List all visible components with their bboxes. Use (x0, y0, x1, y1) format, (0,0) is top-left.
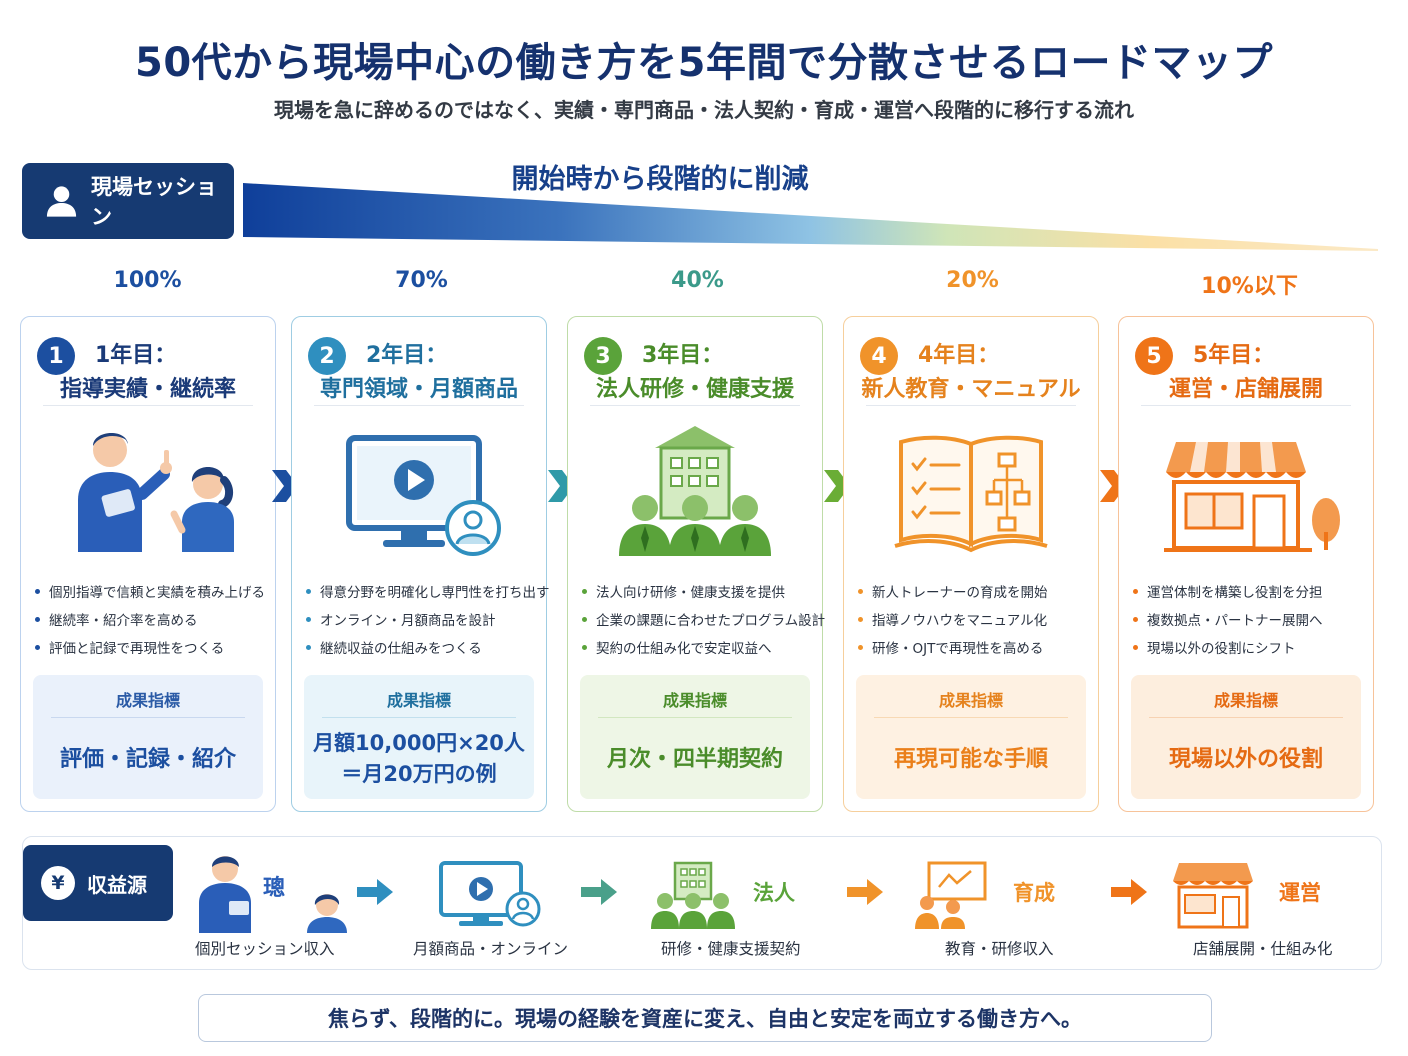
stage-5-percent: 10%以下 (1201, 274, 1298, 299)
revenue-tag: 運営 (1279, 881, 1321, 905)
list-item: 契約の仕組み化で安定収益へ (582, 635, 818, 663)
stage-theme: 新人教育・マニュアル (861, 377, 1081, 402)
session-label: 現場セッション (91, 175, 218, 229)
list-item: 現場以外の役割にシフト (1133, 635, 1369, 663)
stage-number: 1 (37, 337, 75, 375)
revenue-item-online: 月額商品・オンライン (403, 837, 603, 971)
corporate-building-icon (568, 417, 822, 567)
stage-2-percent: 70% (395, 268, 448, 293)
list-item: 新人トレーナーの育成を開始 (858, 579, 1094, 607)
arrow-right-icon (581, 879, 617, 905)
kpi-label: 成果指標 (662, 691, 727, 710)
stage-year: 3年目： (642, 343, 724, 368)
list-item: 研修・OJTで再現性を高める (858, 635, 1094, 663)
stage-theme: 法人研修・健康支援 (595, 377, 794, 402)
kpi-panel: 成果指標 月次・四半期契約 (580, 675, 810, 799)
session-badge: 現場セッション (22, 163, 234, 239)
kpi-panel: 成果指標 評価・記録・紹介 (33, 675, 263, 799)
list-item: 個別指導で信頼と実績を積み上げる (35, 579, 271, 607)
kpi-panel: 成果指標 現場以外の役割 (1131, 675, 1361, 799)
list-item: 法人向け研修・健康支援を提供 (582, 579, 818, 607)
revenue-tag: 育成 (1013, 881, 1055, 905)
page-title: 50代から現場中心の働き方を5年間で分散させるロードマップ (135, 40, 1273, 86)
stage-number: 4 (860, 337, 898, 375)
revenue-badge: ¥ 収益源 (23, 845, 173, 921)
revenue-caption: 月額商品・オンライン (413, 940, 569, 958)
kpi-value: 評価・記録・紹介 (59, 746, 236, 772)
kpi-label: 成果指標 (938, 691, 1003, 710)
revenue-item-session: 璁 個別セッション収入 (181, 837, 381, 971)
stage-theme: 指導実績・継続率 (59, 377, 236, 402)
revenue-label: 収益源 (87, 872, 147, 897)
kpi-panel: 成果指標 再現可能な手順 (856, 675, 1086, 799)
arrow-right-icon (1111, 879, 1147, 905)
kpi-value: 現場以外の役割 (1168, 746, 1323, 772)
trainer-client-icon (21, 417, 275, 567)
stage-card-4: 4 4年目： 新人教育・マニュアル (843, 316, 1099, 812)
kpi-panel: 成果指標 月額10,000円×20人 ＝月20万円の例 (304, 675, 534, 799)
reduction-label: 開始時から段階的に削減 (511, 164, 809, 195)
kpi-value: 再現可能な手順 (893, 746, 1048, 772)
stage-3-percent: 40% (671, 268, 724, 293)
revenue-caption: 教育・研修収入 (945, 940, 1054, 958)
list-item: 企業の課題に合わせたプログラム設計 (582, 607, 825, 635)
list-item: オンライン・月額商品を設計 (306, 607, 542, 635)
footer-message: 焦らず、段階的に。現場の経験を資産に変え、自由と安定を両立する働き方へ。 (198, 994, 1212, 1042)
list-item: 継続収益の仕組みをつくる (306, 635, 542, 663)
revenue-item-operations: 運営 店舗展開・仕組み化 (1167, 837, 1381, 971)
revenue-tag: 法人 (753, 881, 795, 905)
stage-year: 4年目： (918, 343, 1000, 368)
kpi-label: 成果指標 (1213, 691, 1278, 710)
kpi-value: 月次・四半期契約 (606, 746, 783, 772)
kpi-value: 月額10,000円×20人 ＝月20万円の例 (313, 731, 525, 786)
reduction-wedge (243, 183, 1378, 251)
list-item: 複数拠点・パートナー展開へ (1133, 607, 1369, 635)
person-icon (46, 186, 77, 217)
arrow-right-icon (847, 879, 883, 905)
storefront-icon (1173, 863, 1253, 929)
revenue-caption: 個別セッション収入 (195, 940, 335, 958)
revenue-item-training: 育成 教育・研修収入 (907, 837, 1107, 971)
revenue-caption: 研修・健康支援契約 (661, 940, 801, 958)
online-video-icon (292, 417, 546, 567)
stage-year: 2年目： (366, 343, 448, 368)
stage-card-3: 3 3年目： 法人研修・健康支援 法人向け研 (567, 316, 825, 812)
online-video-icon (439, 861, 541, 927)
training-board-icon (915, 861, 987, 929)
stage-1-percent: 100% (113, 268, 182, 293)
revenue-caption: 店舗展開・仕組み化 (1193, 940, 1333, 958)
revenue-strip: ¥ 収益源 璁 個別セッション収入 月額商品・オンライン (22, 836, 1382, 970)
arrow-right-icon (357, 879, 393, 905)
stage-card-1: 1 1年目： 指導実績・継続率 個別指導で信頼と実績を積み上げる 継続率・紹介率… (20, 316, 276, 812)
corporate-building-icon (651, 861, 735, 929)
stage-card-5: 5 5年目： 運営・店舗展開 運営体制を構築し役割を分担 複数拠点・パートナー展… (1118, 316, 1374, 812)
kpi-label: 成果指標 (115, 691, 180, 710)
stage-year: 1年目： (95, 343, 177, 368)
stage-number: 2 (308, 337, 346, 375)
storefront-icon (1119, 417, 1373, 567)
list-item: 継続率・紹介率を高める (35, 607, 271, 635)
svg-text:璁: 璁 (263, 875, 285, 901)
stage-year: 5年目： (1193, 343, 1275, 368)
stage-theme: 運営・店舗展開 (1168, 377, 1323, 402)
list-item: 運営体制を構築し役割を分担 (1133, 579, 1369, 607)
list-item: 得意分野を明確化し専門性を打ち出す (306, 579, 550, 607)
stage-4-percent: 20% (946, 268, 999, 293)
stage-theme: 専門領域・月額商品 (319, 377, 518, 402)
trainer-client-icon: 璁 (199, 856, 347, 933)
stage-number: 5 (1135, 337, 1173, 375)
page-subtitle: 現場を急に辞めるのではなく、実績・専門商品・法人契約・育成・運営へ段階的に移行す… (274, 98, 1134, 122)
manual-book-icon (844, 417, 1098, 567)
stage-number: 3 (584, 337, 622, 375)
kpi-label: 成果指標 (386, 691, 451, 710)
yen-icon: ¥ (41, 866, 75, 900)
revenue-item-corporate: 法人 研修・健康支援契約 (635, 837, 865, 971)
stage-card-2: 2 2年目： 専門領域・月額商品 得意分野を明確化し専門性を打ち出す オンライン… (291, 316, 550, 812)
list-item: 指導ノウハウをマニュアル化 (858, 607, 1094, 635)
list-item: 評価と記録で再現性をつくる (35, 635, 271, 663)
